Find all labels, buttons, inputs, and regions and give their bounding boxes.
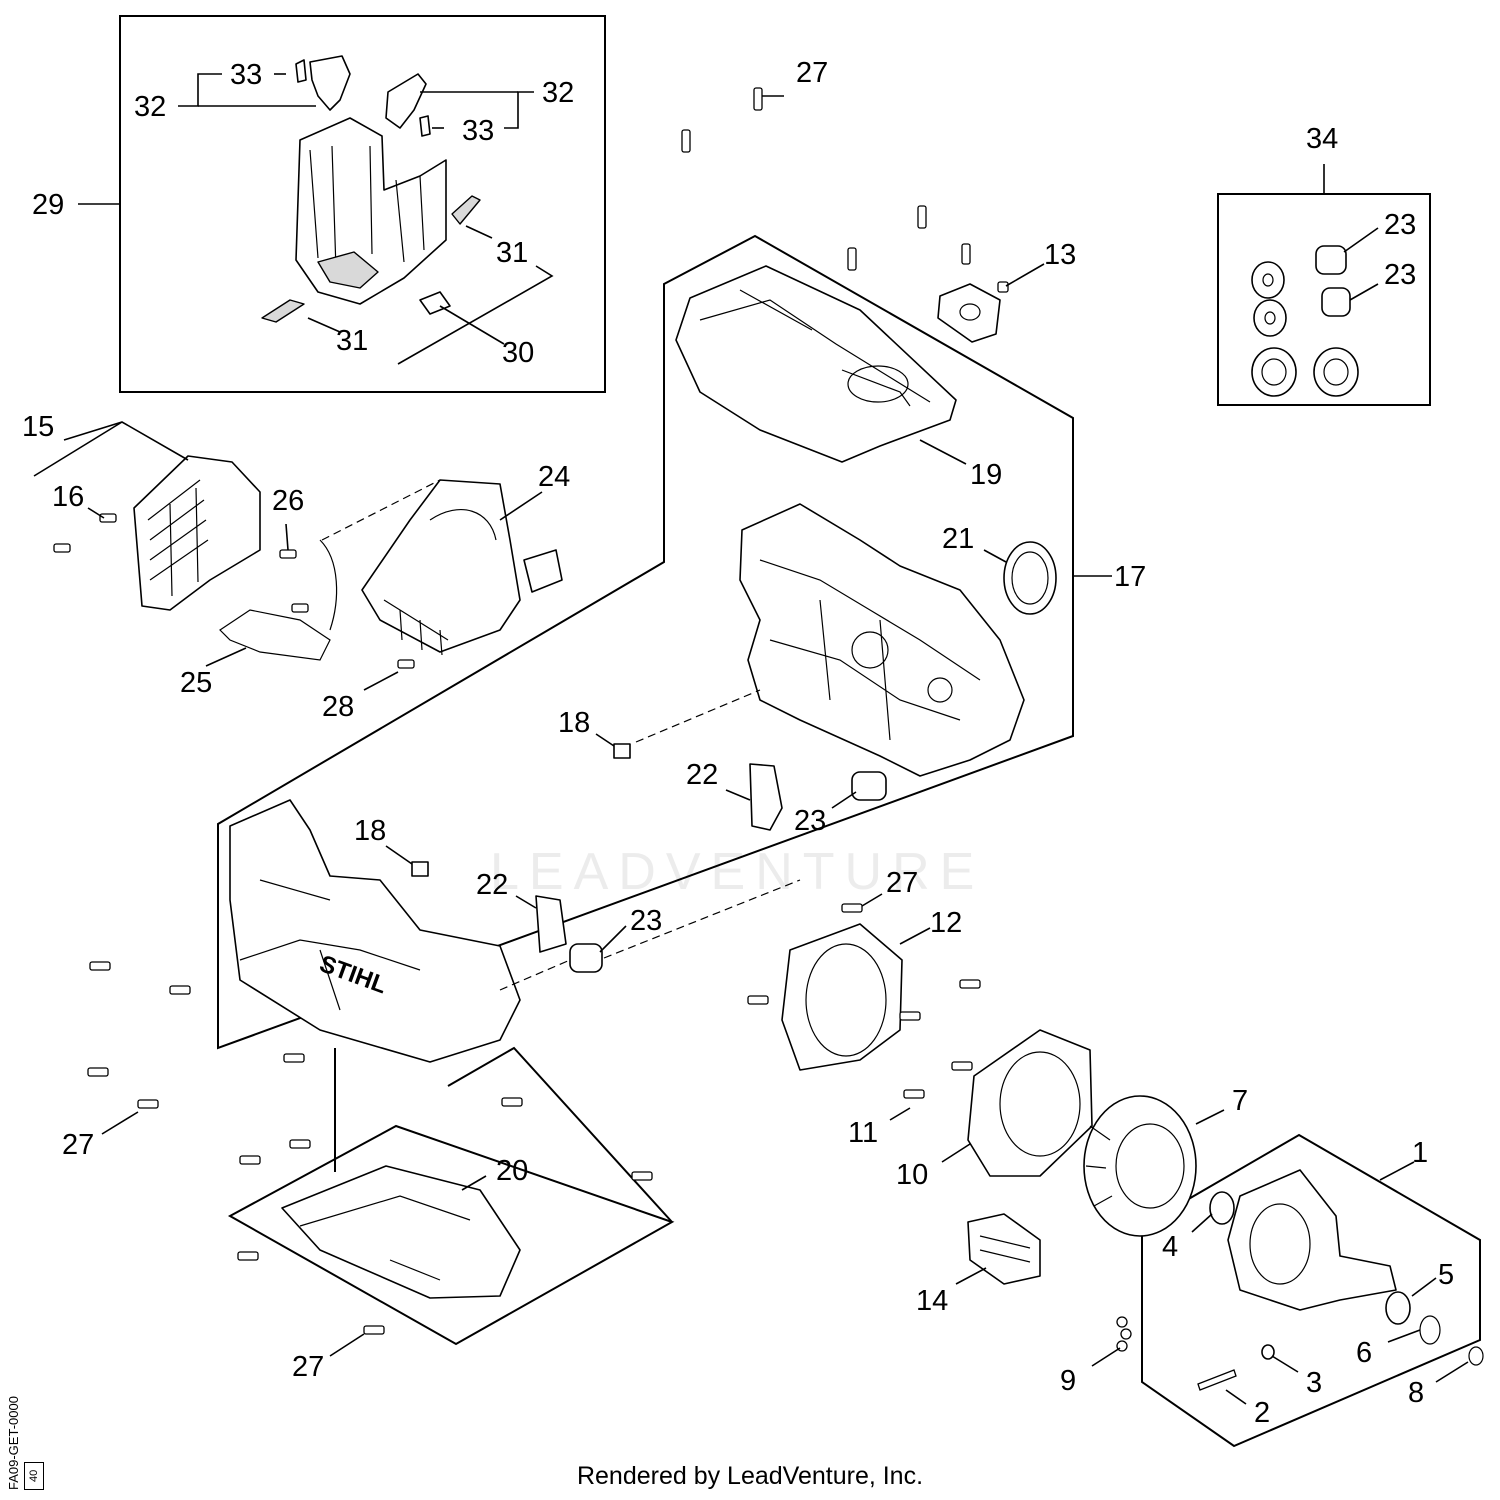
- callout-1: 1: [1412, 1137, 1428, 1169]
- ball-bearing-5: [1385, 1291, 1411, 1325]
- nut-18-lower: [411, 861, 429, 877]
- o-ring-8: [1468, 1346, 1484, 1366]
- callout-32-right: 32: [542, 77, 574, 109]
- pin-30: [419, 291, 451, 315]
- callout-21: 21: [942, 523, 974, 555]
- fan-wheel-part: [1083, 1095, 1197, 1237]
- trigger-lever-right: [385, 73, 431, 137]
- callout-27-top: 27: [796, 57, 828, 89]
- nut-18-upper: [613, 743, 631, 759]
- callout-29: 29: [32, 189, 64, 221]
- callout-31-upper: 31: [496, 237, 528, 269]
- callout-5: 5: [1438, 1259, 1454, 1291]
- callout-9: 9: [1060, 1365, 1076, 1397]
- callout-6: 6: [1356, 1337, 1372, 1369]
- callout-16: 16: [52, 481, 84, 513]
- callout-11: 11: [848, 1117, 878, 1149]
- spring-31-upper: [451, 195, 481, 225]
- callout-23-lower: 23: [630, 905, 662, 937]
- spring-31-lower: [261, 299, 305, 323]
- callout-10: 10: [896, 1159, 928, 1191]
- callout-14: 14: [916, 1285, 948, 1317]
- bottom-plate-part: [281, 1165, 521, 1299]
- callout-17: 17: [1114, 561, 1146, 593]
- rear-handle-housing-part: [229, 799, 521, 1063]
- carburetor-frame-part: [361, 479, 563, 656]
- annular-buffer-22-lower: [535, 895, 567, 953]
- callout-30: 30: [502, 337, 534, 369]
- annular-buffer-23-lower: [569, 943, 603, 973]
- callout-23-kit-lower: 23: [1384, 259, 1416, 291]
- callout-20: 20: [496, 1155, 528, 1187]
- leader-lines: [33, 73, 1469, 1405]
- callout-labels: 1 2 3 4 5 6 7 8 9 10 11 12 13 14 15 16 1…: [22, 57, 1454, 1429]
- callout-25: 25: [180, 667, 212, 699]
- callout-19: 19: [970, 459, 1002, 491]
- filter-cap-part: [937, 283, 1001, 343]
- sheet-number: 40: [24, 1462, 44, 1490]
- oil-seal-4: [1209, 1191, 1235, 1225]
- manifold-14: [967, 1213, 1041, 1285]
- screw-2: [1197, 1369, 1237, 1391]
- callout-26: 26: [272, 485, 304, 517]
- nuts-9: [1116, 1316, 1132, 1352]
- annular-buffer-23-upper: [851, 771, 887, 801]
- handle-frame-part: [295, 117, 447, 305]
- trigger-lever-left: [295, 55, 351, 111]
- callout-22-lower: 22: [476, 869, 508, 901]
- callout-13: 13: [1044, 239, 1076, 271]
- alignment-lines: [321, 479, 801, 991]
- annular-buffer-22-upper: [749, 763, 783, 831]
- callout-23-kit-upper: 23: [1384, 209, 1416, 241]
- air-filter-part: [133, 455, 261, 611]
- callout-33-left: 33: [230, 59, 262, 91]
- callout-28: 28: [322, 691, 354, 723]
- callout-3: 3: [1306, 1367, 1322, 1399]
- callout-7: 7: [1232, 1085, 1248, 1117]
- callout-12: 12: [930, 907, 962, 939]
- bottom-plate-link-right: [447, 1046, 673, 1223]
- callout-24: 24: [538, 461, 570, 493]
- crankcase-assembly-frame: [217, 234, 1074, 1050]
- fan-housing-part: [781, 923, 903, 1071]
- callout-23-middle: 23: [794, 805, 826, 837]
- callout-33-right: 33: [462, 115, 494, 147]
- annular-buffer-set: [1251, 245, 1359, 397]
- callout-8: 8: [1408, 1377, 1424, 1409]
- callout-34: 34: [1306, 123, 1338, 155]
- callout-27-bottom: 27: [292, 1351, 324, 1383]
- shroud-part: [675, 265, 957, 463]
- callout-15: 15: [22, 411, 54, 443]
- leadventure-watermark: LEADVENTURE: [490, 843, 985, 901]
- callout-2: 2: [1254, 1397, 1270, 1429]
- crankcase-part: [739, 503, 1025, 777]
- crankcase-half-part: [1227, 1169, 1397, 1311]
- callout-22-upper: 22: [686, 759, 718, 791]
- callout-4: 4: [1162, 1231, 1178, 1263]
- circlip-6: [1419, 1315, 1441, 1345]
- callout-18-lower: 18: [354, 815, 386, 847]
- callout-18-upper: 18: [558, 707, 590, 739]
- fan-housing-cover-part: [967, 1029, 1093, 1177]
- footer-credit: Rendered by LeadVenture, Inc.: [576, 1462, 924, 1490]
- screws-27: [53, 87, 1009, 1335]
- callout-31-lower: 31: [336, 325, 368, 357]
- cable-harness-25: [219, 539, 338, 661]
- gasket-21: [1003, 541, 1057, 615]
- drawing-code: FA09-GET-0000: [6, 1396, 21, 1490]
- callout-32-left: 32: [134, 91, 166, 123]
- washer-3: [1261, 1344, 1275, 1360]
- callout-27-fan: 27: [886, 867, 918, 899]
- callout-27-left: 27: [62, 1129, 94, 1161]
